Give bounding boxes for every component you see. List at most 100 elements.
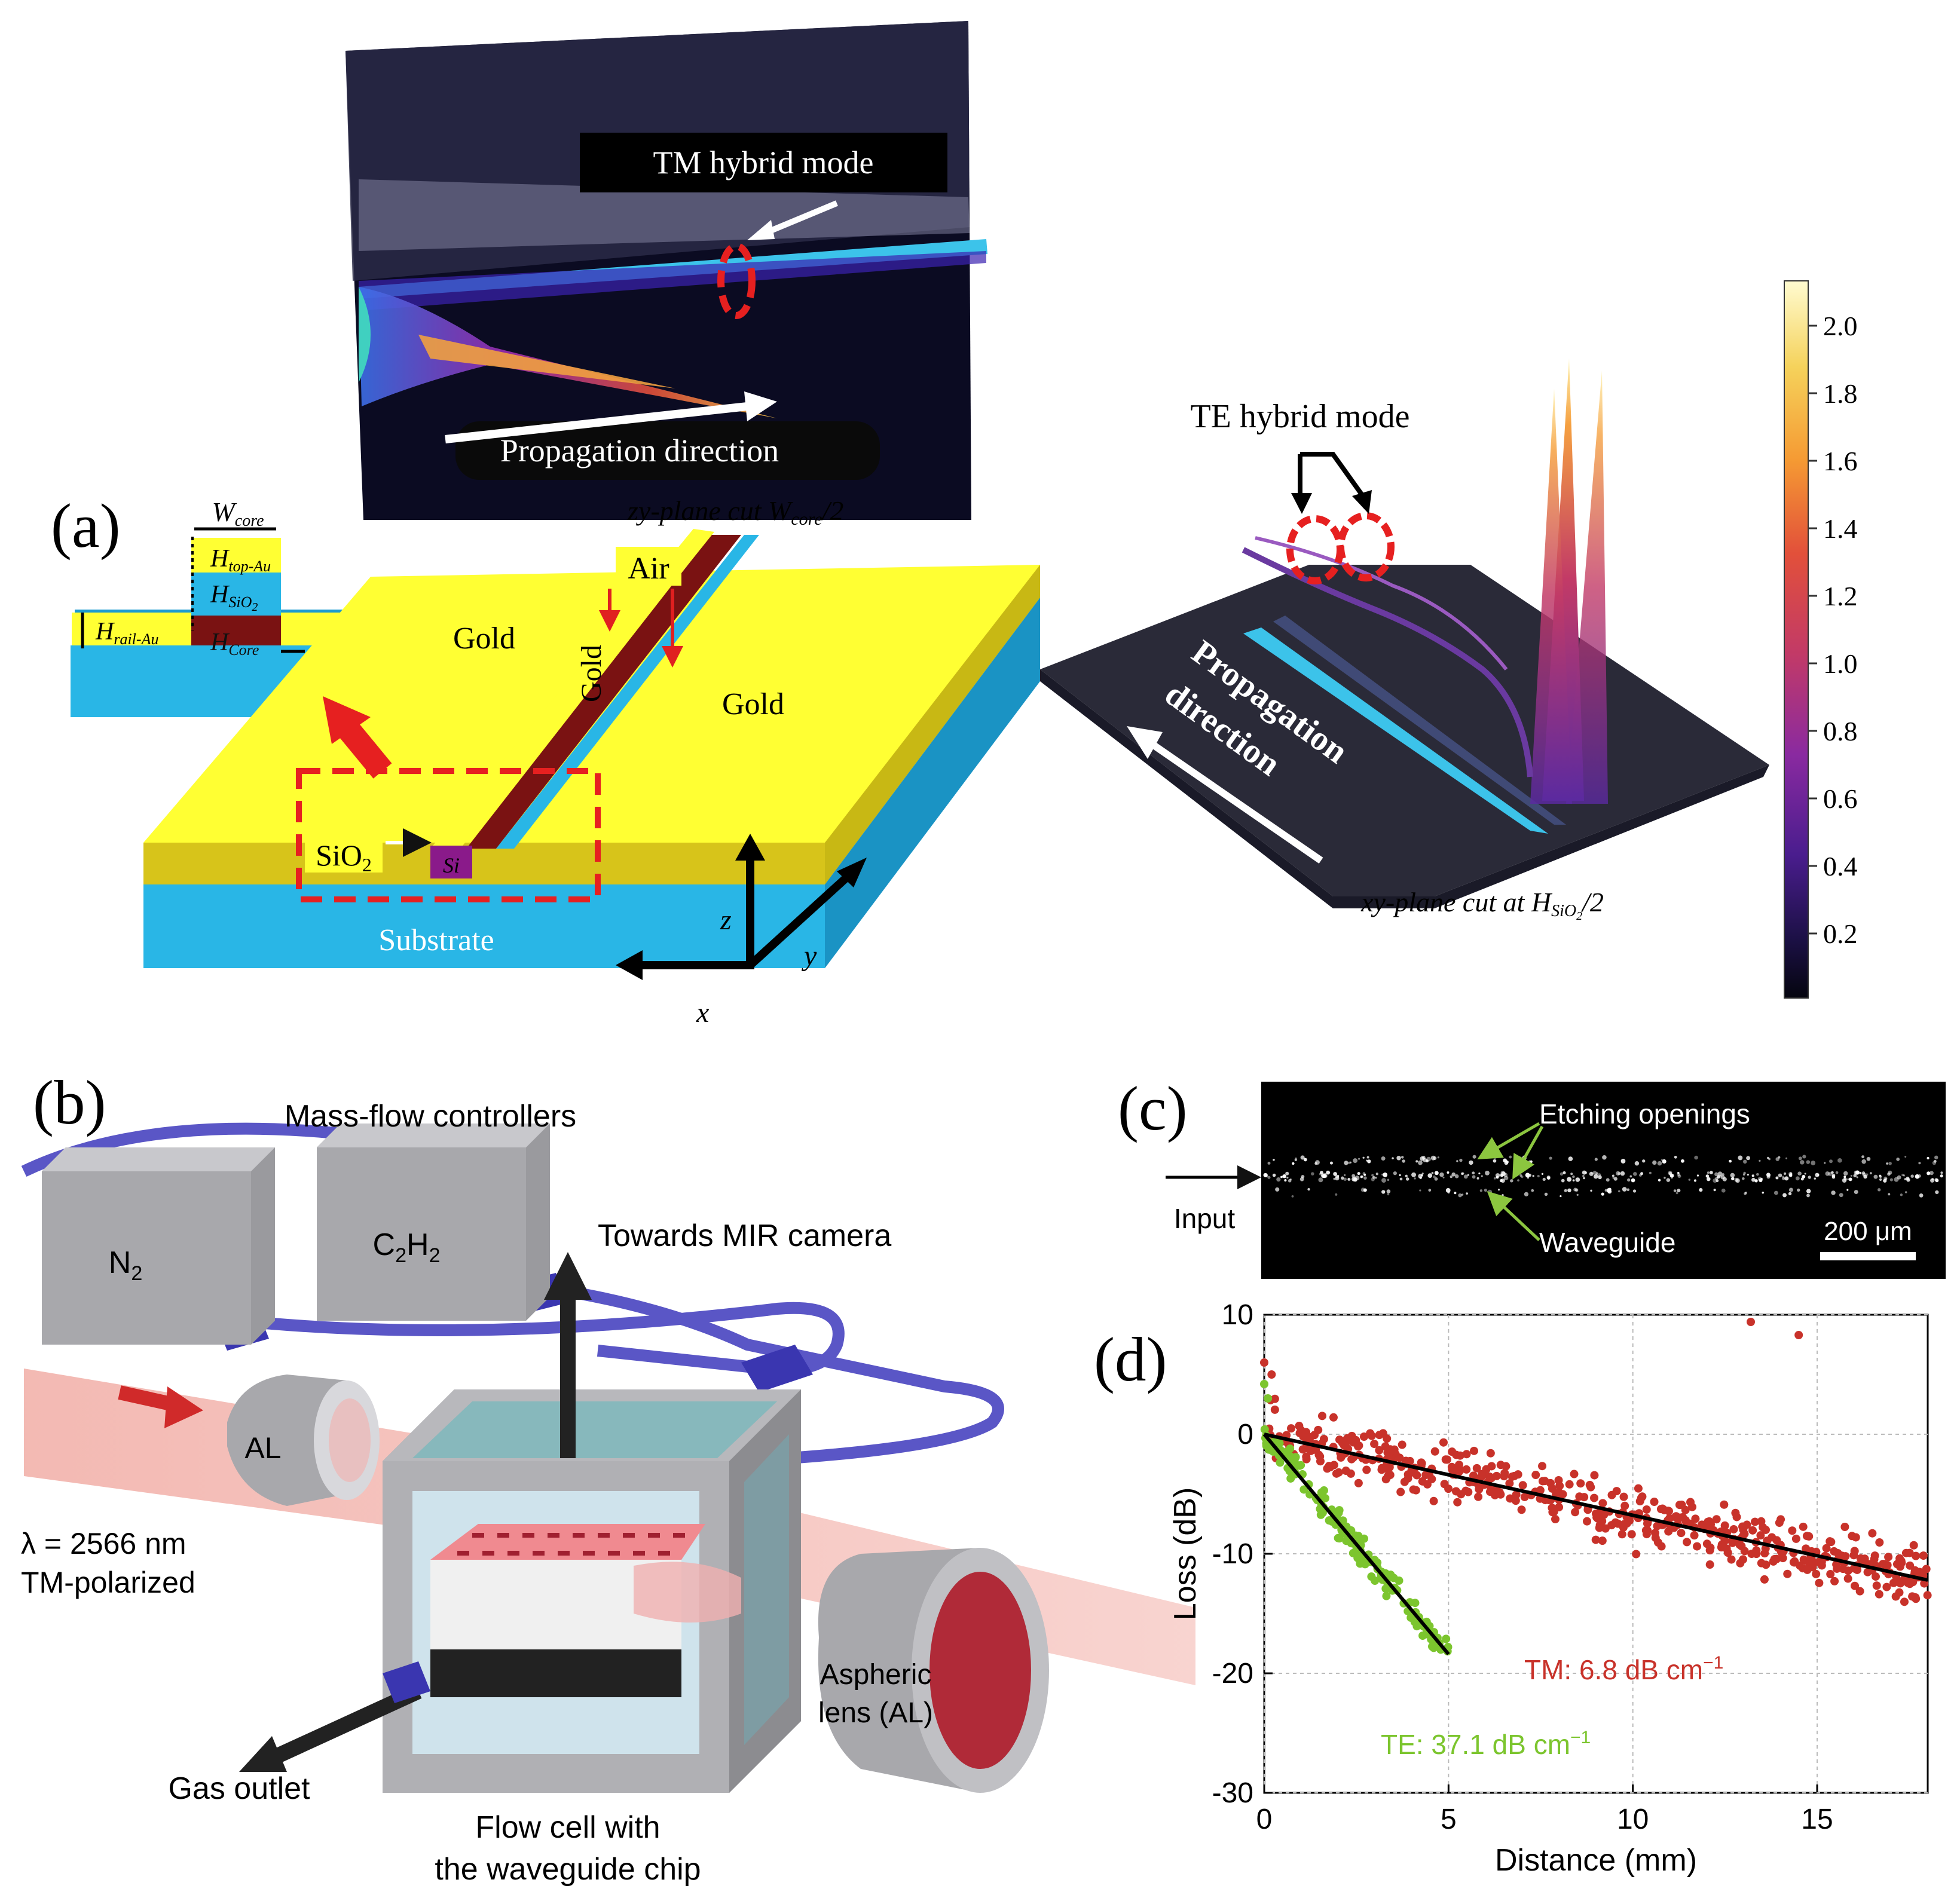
- colorbar-tick-label: 0.4: [1823, 851, 1858, 881]
- data-point: [1905, 1548, 1914, 1557]
- data-point: [1487, 1462, 1496, 1471]
- data-point: [1909, 1541, 1918, 1550]
- data-point: [1747, 1318, 1755, 1326]
- data-point: [1549, 1507, 1558, 1516]
- data-point: [1370, 1440, 1379, 1449]
- data-point: [1903, 1578, 1912, 1587]
- te-mode-field-image: TE hybrid mode Propagation direction xy-…: [1040, 359, 1769, 923]
- data-point: [1462, 1450, 1471, 1459]
- data-point: [1513, 1470, 1522, 1479]
- data-point: [1826, 1570, 1835, 1579]
- data-point: [1375, 1446, 1384, 1455]
- data-point: [1855, 1587, 1864, 1596]
- y-tick-label: 10: [1222, 1299, 1253, 1331]
- data-point: [1576, 1479, 1585, 1488]
- data-point: [1412, 1471, 1421, 1480]
- data-point: [1500, 1468, 1509, 1477]
- data-point: [1651, 1533, 1660, 1542]
- y-axis-label: Loss (dB): [1168, 1487, 1203, 1621]
- data-point: [1759, 1523, 1768, 1532]
- data-point: [1830, 1547, 1839, 1556]
- aspheric-lens-right: Aspheric lens (AL): [818, 1548, 1049, 1793]
- data-point: [1346, 1469, 1355, 1478]
- data-point: [1705, 1560, 1714, 1569]
- data-point: [1690, 1531, 1699, 1540]
- data-point: [1900, 1597, 1909, 1606]
- data-point: [1442, 1455, 1451, 1464]
- data-point: [1776, 1515, 1785, 1524]
- fit-line-tm: [1264, 1432, 1928, 1582]
- data-point: [1794, 1331, 1803, 1339]
- data-point: [1287, 1424, 1296, 1433]
- mfc-n2: N2: [42, 1147, 275, 1345]
- zy-cut-label: zy-plane cut Wcore/2: [627, 495, 843, 529]
- data-point: [1412, 1622, 1421, 1631]
- data-point: [1625, 1516, 1634, 1525]
- flow-cell: [239, 1252, 801, 1793]
- data-point: [1607, 1521, 1616, 1530]
- data-point: [1260, 1380, 1268, 1388]
- data-point: [1791, 1534, 1800, 1543]
- data-point: [1634, 1484, 1643, 1493]
- data-point: [1295, 1422, 1304, 1431]
- data-point: [1657, 1542, 1666, 1551]
- data-point: [1302, 1455, 1311, 1464]
- data-point: [1884, 1553, 1893, 1562]
- data-point: [1334, 1508, 1343, 1517]
- data-point: [1863, 1568, 1872, 1576]
- data-point: [1386, 1447, 1395, 1456]
- c2h2-label: C2H2: [373, 1227, 441, 1267]
- data-point: [1270, 1394, 1279, 1403]
- data-point: [1404, 1474, 1412, 1483]
- data-point: [1875, 1538, 1884, 1547]
- data-point: [1485, 1487, 1494, 1496]
- data-point: [1439, 1438, 1448, 1447]
- data-point: [1520, 1492, 1529, 1501]
- colorbar-tick-label: 0.2: [1823, 919, 1858, 949]
- device-3d: Gold Gold Gold Air SiO2 Si Substrate z y…: [143, 529, 1040, 1028]
- data-point: [1347, 1455, 1356, 1464]
- data-point: [1334, 1533, 1343, 1542]
- data-point: [1518, 1481, 1527, 1490]
- aspheric-lens-left: AL: [227, 1375, 380, 1506]
- data-point: [1455, 1461, 1464, 1470]
- data-point: [1751, 1517, 1760, 1526]
- data-point: [1849, 1551, 1858, 1560]
- data-point: [1540, 1477, 1549, 1486]
- data-point: [1486, 1449, 1495, 1458]
- data-point: [1799, 1522, 1808, 1531]
- scalebar-label: 200 μm: [1824, 1217, 1912, 1246]
- data-point: [1492, 1471, 1501, 1480]
- data-point: [1840, 1523, 1849, 1532]
- si-label: Si: [443, 853, 460, 877]
- data-point: [1472, 1464, 1481, 1473]
- gold-left-label: Gold: [453, 622, 515, 656]
- fit-line-te: [1262, 1433, 1450, 1655]
- data-point: [1871, 1572, 1880, 1581]
- data-point: [1617, 1530, 1626, 1539]
- data-point: [1612, 1487, 1621, 1496]
- data-point: [1586, 1483, 1595, 1492]
- data-point: [1389, 1574, 1398, 1582]
- axis-z-label: z: [720, 904, 732, 936]
- data-point: [1688, 1502, 1697, 1511]
- data-point: [1883, 1560, 1892, 1569]
- data-point: [1285, 1452, 1294, 1461]
- tm-mode-label: TM hybrid mode: [653, 145, 874, 180]
- w-core-label: Wcore: [212, 497, 264, 530]
- data-point: [1642, 1505, 1651, 1514]
- data-point: [1512, 1490, 1521, 1499]
- data-point: [1843, 1566, 1852, 1575]
- data-point: [1693, 1542, 1702, 1551]
- data-point: [1891, 1592, 1900, 1601]
- data-point: [1720, 1500, 1729, 1509]
- data-point: [1732, 1513, 1741, 1522]
- data-point: [1428, 1642, 1437, 1651]
- data-point: [1817, 1561, 1826, 1570]
- data-point: [1317, 1412, 1326, 1421]
- data-point: [1851, 1533, 1860, 1542]
- data-point: [1381, 1442, 1390, 1451]
- data-point: [1338, 1516, 1347, 1525]
